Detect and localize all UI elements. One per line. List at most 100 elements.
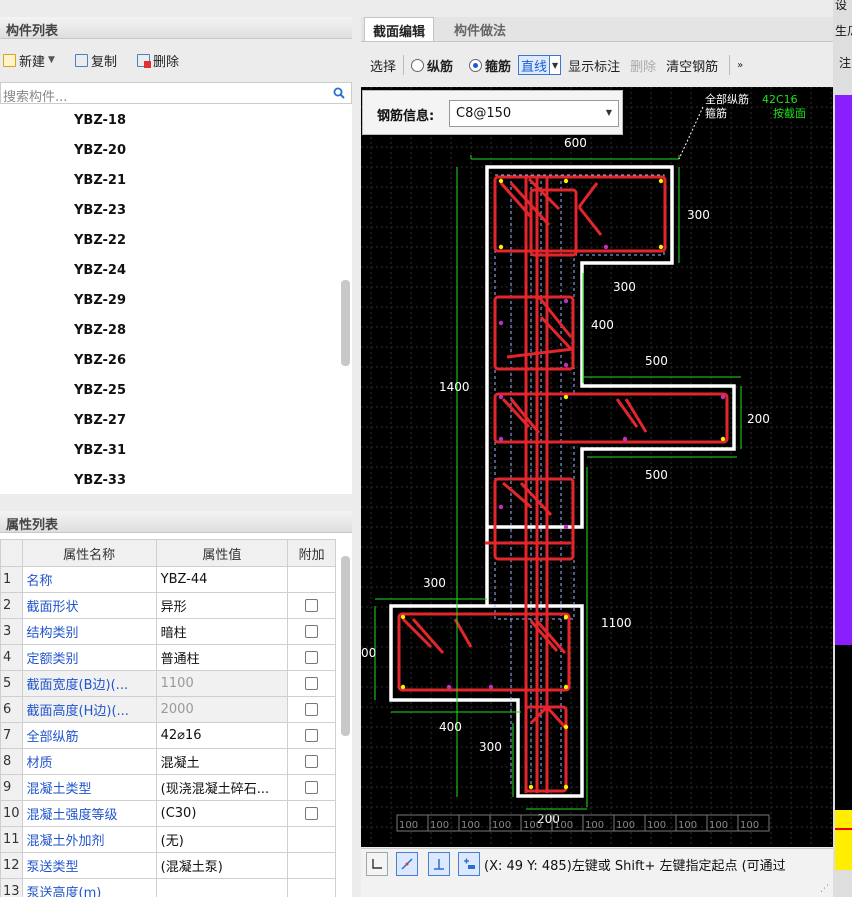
line-mode-dropdown-icon[interactable]: ▼ <box>549 55 562 75</box>
component-list-item[interactable]: YBZ-23 <box>74 203 127 218</box>
extra-checkbox[interactable] <box>305 755 319 768</box>
axis-tool-button[interactable] <box>366 852 388 876</box>
resize-grip-icon[interactable]: ⋰ <box>820 884 829 894</box>
row-index: 12 <box>0 852 23 879</box>
delete-button[interactable]: 删除 <box>134 51 182 70</box>
extra-checkbox[interactable] <box>305 625 319 638</box>
extra-checkbox[interactable] <box>305 651 319 664</box>
component-list-item[interactable]: YBZ-24 <box>74 263 127 278</box>
extra-checkbox[interactable] <box>305 729 319 742</box>
component-list-item[interactable]: YBZ-33 <box>74 473 127 488</box>
rebar-hook <box>401 617 433 649</box>
more-tools-icon[interactable]: » <box>737 59 744 71</box>
property-value[interactable]: 42⌀16 <box>155 722 289 749</box>
new-button[interactable]: 新建 ▼ <box>0 51 58 70</box>
tab-component-method[interactable]: 构件做法 <box>454 24 507 39</box>
component-list-item[interactable]: YBZ-25 <box>74 383 127 398</box>
component-list-item[interactable]: YBZ-21 <box>74 173 127 188</box>
show-dims-button[interactable]: 显示标注 <box>568 59 621 75</box>
property-value[interactable]: 暗柱 <box>155 618 289 645</box>
rebar-info-select[interactable]: C8@150 ▼ <box>449 100 619 127</box>
line-mode-select[interactable]: 直线 <box>518 55 551 75</box>
property-value[interactable]: 混凝土 <box>155 748 289 775</box>
offset-tool-button[interactable] <box>458 852 480 876</box>
dimension-label: 500 <box>645 468 668 482</box>
tab-section-edit[interactable]: 截面编辑 <box>364 17 435 41</box>
component-list-item[interactable]: YBZ-31 <box>74 443 127 458</box>
property-value[interactable]: (现浇混凝土碎石... <box>155 774 289 801</box>
property-value[interactable]: (混凝土泵) <box>155 852 289 879</box>
component-list-item[interactable]: YBZ-20 <box>74 143 127 158</box>
stirrup-rect <box>493 295 575 371</box>
rebar-hook <box>509 181 551 227</box>
component-list-item[interactable]: YBZ-26 <box>74 353 127 368</box>
ruler-label: 100 <box>461 820 480 831</box>
property-name: 截面宽度(B边)(... <box>21 670 157 697</box>
delete-rebar-button[interactable]: 删除 <box>630 59 657 75</box>
component-list-item[interactable]: YBZ-22 <box>74 233 127 248</box>
property-extra <box>287 670 336 697</box>
component-list-item[interactable]: YBZ-27 <box>74 413 127 428</box>
property-value[interactable]: 普通柱 <box>155 644 289 671</box>
property-value[interactable]: (无) <box>155 826 289 853</box>
list-scrollbar[interactable] <box>341 280 350 366</box>
search-input[interactable]: 搜索构件... <box>0 82 352 105</box>
extra-checkbox[interactable] <box>305 781 319 794</box>
property-value[interactable]: 2000 <box>155 696 289 723</box>
property-value[interactable] <box>155 878 289 897</box>
select-button[interactable]: 选择 <box>370 59 397 75</box>
chevron-down-icon[interactable]: ▼ <box>605 108 612 117</box>
stirrup-radio[interactable]: 箍筋 <box>466 56 514 75</box>
perpendicular-tool-button[interactable] <box>428 852 450 876</box>
longitudinal-bar-dot <box>498 244 504 250</box>
legend-all-long-label: 全部纵筋 <box>705 92 749 106</box>
property-extra <box>287 878 336 897</box>
property-extra <box>287 774 336 801</box>
component-list-item[interactable]: YBZ-18 <box>74 113 127 128</box>
property-value[interactable]: YBZ-44 <box>155 566 289 593</box>
property-scrollbar[interactable] <box>341 556 350 736</box>
row-index: 6 <box>0 696 23 723</box>
chevron-down-icon[interactable]: ▼ <box>48 55 55 65</box>
property-value[interactable]: (C30) <box>155 800 289 827</box>
oblique-tool-button[interactable] <box>396 852 418 876</box>
longitudinal-bar-dot <box>563 614 569 620</box>
extra-checkbox[interactable] <box>305 599 319 612</box>
component-list-item[interactable]: YBZ-28 <box>74 323 127 338</box>
ruler-label: 100 <box>523 820 542 831</box>
property-extra <box>287 748 336 775</box>
rebar-hook <box>499 182 533 218</box>
property-value[interactable]: 异形 <box>155 592 289 619</box>
section-drawing[interactable]: 6003003004005002001400500300110000400300… <box>361 87 833 847</box>
row-index: 9 <box>0 774 23 801</box>
property-value[interactable]: 1100 <box>155 670 289 697</box>
ruler-label: 100 <box>678 820 697 831</box>
extra-checkbox[interactable] <box>305 703 319 716</box>
component-list-item[interactable]: YBZ-29 <box>74 293 127 308</box>
extra-checkbox[interactable] <box>305 677 319 690</box>
dimension-label: 00 <box>361 646 376 660</box>
extra-checkbox[interactable] <box>305 807 319 820</box>
copy-button[interactable]: 复制 <box>72 51 120 70</box>
stirrup-rect <box>493 477 575 561</box>
rebar-hook <box>502 481 532 509</box>
search-icon[interactable] <box>333 87 345 99</box>
clear-rebar-button[interactable]: 清空钢筋 <box>666 59 719 75</box>
rebar-info-box: 钢筋信息: C8@150 ▼ <box>362 90 623 135</box>
longitudinal-radio[interactable]: 纵筋 <box>408 56 456 75</box>
